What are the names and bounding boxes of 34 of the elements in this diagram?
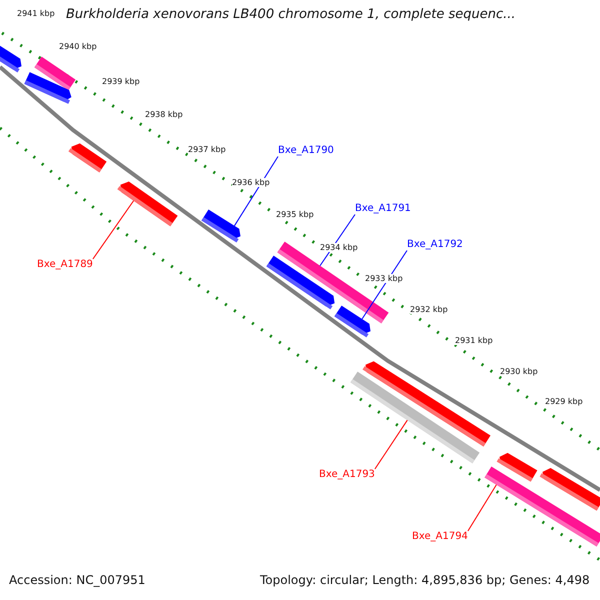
scale-label: 2929 kbp <box>545 397 583 406</box>
gene-feature <box>24 72 72 104</box>
scale-label: 2941 kbp <box>17 9 55 18</box>
leader-line <box>92 200 134 260</box>
title: Burkholderia xenovorans LB400 chromosome 1, complete sequenc... <box>66 8 516 23</box>
gene-block <box>484 466 600 546</box>
gene-label: Bxe_A1791 <box>355 203 411 214</box>
scale-label: 2939 kbp <box>102 77 140 86</box>
scale-label: 2935 kbp <box>276 210 314 220</box>
scale-label: 2940 kbp <box>59 42 97 52</box>
gene-label: Bxe_A1793 <box>319 469 375 480</box>
footer-text: Topology: circular; Length: 4,895,836 bp; Genes: 4,498 <box>260 574 590 588</box>
gene-feature <box>334 306 370 338</box>
scale-label: 2937 kbp <box>188 145 226 154</box>
gene-feature <box>202 210 240 242</box>
scale-label: 2938 kbp <box>145 110 183 120</box>
scale-label: 2936 kbp <box>232 178 270 188</box>
gene-label: Bxe_A1794 <box>412 531 468 542</box>
gene-block <box>350 372 480 464</box>
scale-label: 2930 kbp <box>500 367 538 376</box>
leader-line <box>374 420 408 470</box>
scale-label: 2933 kbp <box>365 274 403 284</box>
gene-label: Bxe_A1792 <box>407 239 463 250</box>
gene-feature <box>68 143 107 172</box>
gene-label: Bxe_A1790 <box>278 145 334 156</box>
footer-text: Accession: NC_007951 <box>9 574 146 588</box>
scale-label: 2932 kbp <box>410 305 448 314</box>
scale-label: 2931 kbp <box>455 336 493 346</box>
gene-label: Bxe_A1789 <box>37 259 93 270</box>
scale-label: 2934 kbp <box>320 243 358 252</box>
leader-line <box>362 250 408 320</box>
gene-feature <box>117 182 178 226</box>
leader-line <box>467 484 497 532</box>
leader-line <box>234 156 278 226</box>
